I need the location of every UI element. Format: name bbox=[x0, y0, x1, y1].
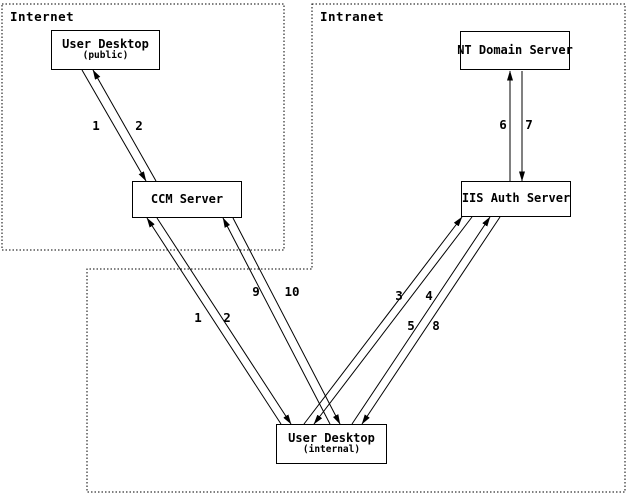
edge-line-step-1 bbox=[81, 69, 147, 182]
edge-label-step-8: 8 bbox=[432, 318, 440, 333]
node-iis-auth-server: IIS Auth Server bbox=[461, 181, 571, 217]
edge-label-step-1: 1 bbox=[92, 118, 100, 133]
edge-label-step-10: 10 bbox=[284, 284, 299, 299]
edge-label-step-2: 2 bbox=[223, 310, 231, 325]
node-title: IIS Auth Server bbox=[461, 191, 571, 206]
edge-line-step-4 bbox=[313, 216, 473, 425]
node-nt-domain-server: NT Domain Server bbox=[457, 31, 573, 70]
edge-line-step-3 bbox=[303, 216, 463, 425]
node-user-desktop-public: User Desktop (public) bbox=[51, 30, 160, 70]
edge-line-step-5 bbox=[351, 216, 491, 425]
node-user-desktop-internal: User Desktop (internal) bbox=[276, 424, 387, 464]
node-subtitle: (public) bbox=[82, 50, 129, 62]
edge-line-step-10 bbox=[232, 217, 341, 425]
node-title: User Desktop bbox=[62, 36, 149, 51]
edge-label-step-3: 3 bbox=[395, 288, 403, 303]
node-title: NT Domain Server bbox=[457, 42, 573, 57]
edge-line-step-8 bbox=[361, 216, 501, 425]
zone-outline-intranet bbox=[86, 3, 626, 493]
zone-label-internet: Internet bbox=[10, 9, 75, 24]
edge-line-step-1 bbox=[146, 217, 282, 425]
node-ccm-server: CCM Server bbox=[132, 181, 242, 218]
zone-label-intranet: Intranet bbox=[320, 9, 385, 24]
edge-label-step-9: 9 bbox=[252, 284, 260, 299]
edge-line-step-2 bbox=[92, 69, 157, 182]
edge-line-step-9 bbox=[222, 217, 331, 425]
edge-label-step-7: 7 bbox=[525, 117, 533, 132]
node-title: CCM Server bbox=[150, 191, 224, 206]
edge-label-step-2: 2 bbox=[135, 118, 143, 133]
edge-label-step-6: 6 bbox=[499, 117, 507, 132]
edge-line-step-2 bbox=[156, 217, 292, 425]
node-title: User Desktop bbox=[288, 430, 375, 445]
edge-label-step-1: 1 bbox=[194, 310, 202, 325]
node-subtitle: (internal) bbox=[302, 444, 361, 456]
edge-label-step-4: 4 bbox=[425, 288, 433, 303]
edge-label-step-5: 5 bbox=[407, 318, 415, 333]
